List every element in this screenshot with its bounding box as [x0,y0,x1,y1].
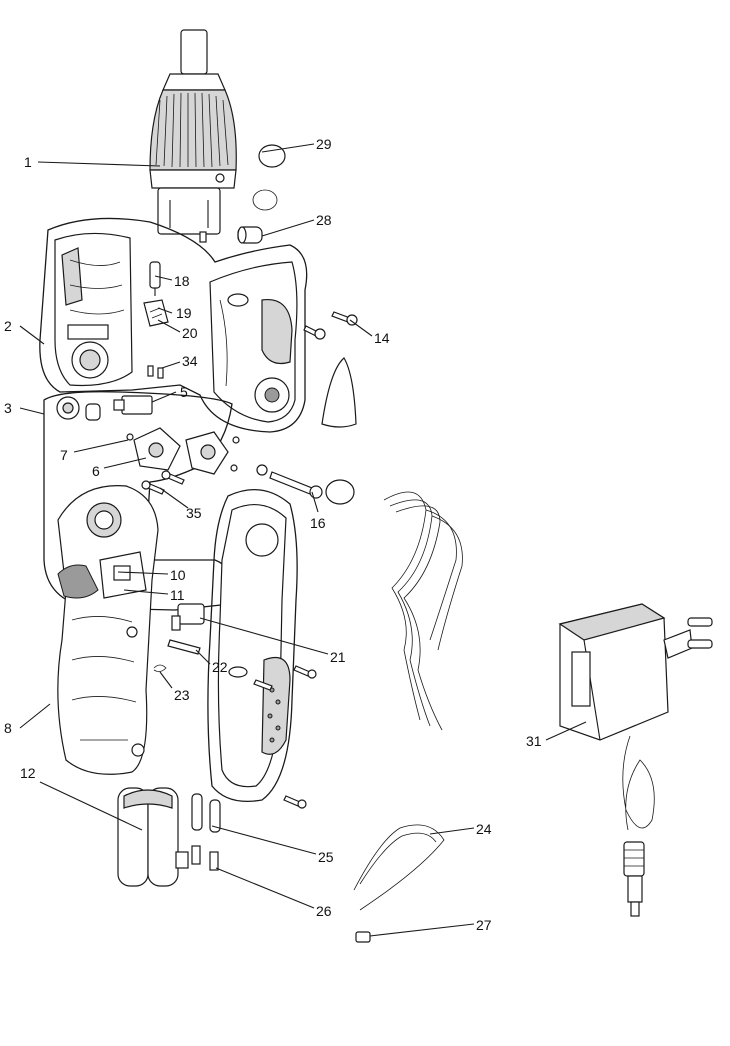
callout-16: 16 [310,515,326,531]
part-8-left-handle-housing [57,485,159,775]
callout-19: 19 [176,305,192,321]
callout-2: 2 [4,318,12,334]
callout-29: 29 [316,136,332,152]
callout-labels: 1 2 3 5 6 7 8 10 11 12 14 16 18 19 20 21… [4,136,542,933]
callout-35: 35 [186,505,202,521]
part-29-disc [252,144,286,211]
leader-lines [19,143,587,937]
part-3-bushings [56,396,101,421]
callout-34: 34 [182,353,198,369]
callout-20: 20 [182,325,198,341]
wire-harness [383,491,463,731]
callout-12: 12 [20,765,36,781]
callout-27: 27 [476,917,492,933]
part-27-clip [355,931,371,943]
callout-6: 6 [92,463,100,479]
part-24-bracket [353,824,445,911]
callout-21: 21 [330,649,346,665]
part-22-pin [167,639,201,655]
housing-screws [253,665,317,809]
callout-1: 1 [24,154,32,170]
part-35-screws [141,470,185,495]
part-2-upper-housing [39,217,308,433]
callout-26: 26 [316,903,332,919]
part-1-chuck-assembly [149,29,237,243]
part-12-battery-pack [117,787,189,887]
callout-31: 31 [526,733,542,749]
part-28-cap [237,226,263,244]
callout-23: 23 [174,687,190,703]
callout-10: 10 [170,567,186,583]
part-23-clip [153,664,167,672]
part-5-switch [113,395,153,415]
callout-28: 28 [316,212,332,228]
callout-24: 24 [476,821,492,837]
part-3-right-shell-upper [209,261,298,423]
callout-22: 22 [212,659,228,675]
callout-18: 18 [174,273,190,289]
callout-5: 5 [180,384,188,400]
callout-25: 25 [318,849,334,865]
part-6-gear-plates [126,427,240,475]
callout-14: 14 [374,330,390,346]
part-25-terminals [191,793,221,833]
callout-8: 8 [4,720,12,736]
right-handle-housing [207,489,298,803]
callout-7: 7 [60,447,68,463]
part-26-connectors [191,845,219,871]
callout-11: 11 [170,587,185,603]
part-21-motor-block [171,603,205,631]
part-16-long-screw [256,464,355,505]
part-31-charger [558,603,713,917]
callout-3: 3 [4,400,12,416]
cover-plate [321,357,357,428]
part-14-screws [303,311,358,340]
